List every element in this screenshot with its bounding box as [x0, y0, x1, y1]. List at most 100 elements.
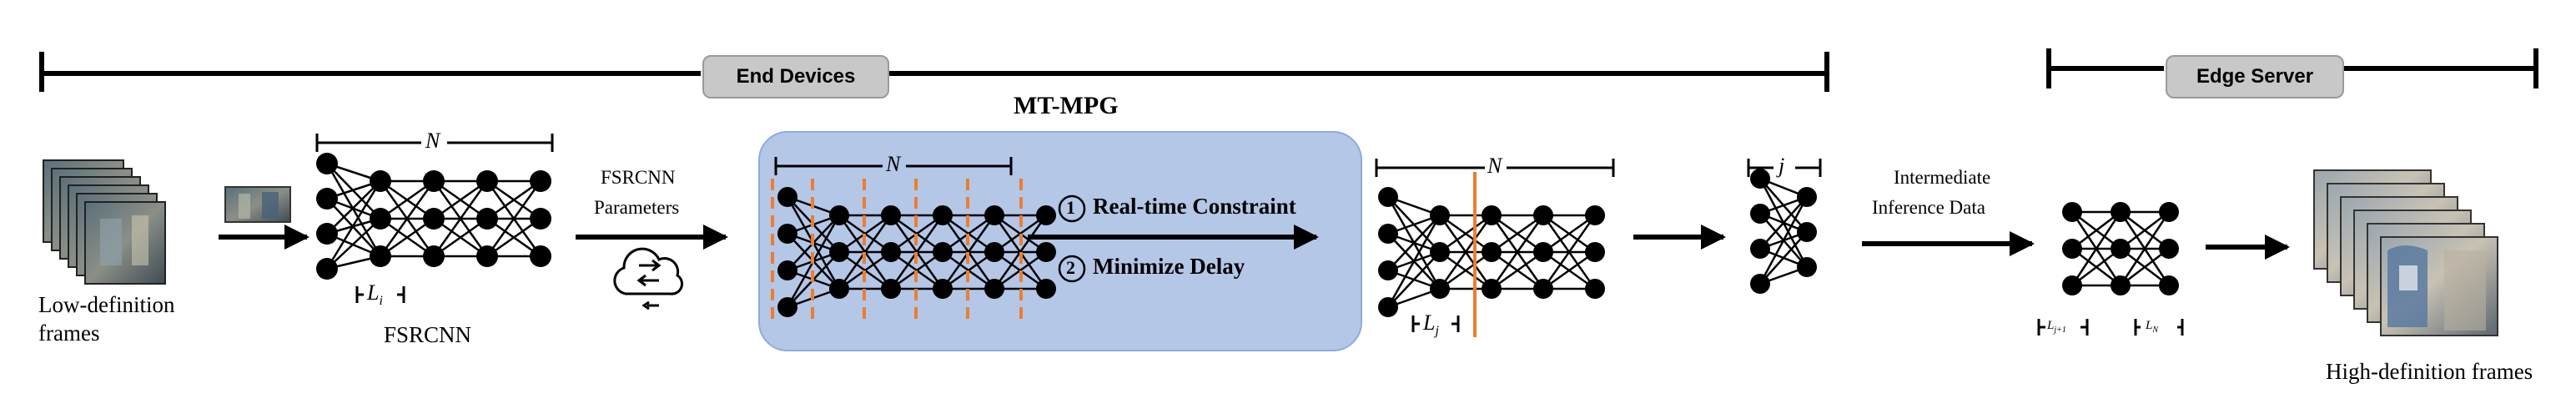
n-bracket-partitioned: [1375, 159, 1615, 177]
network-node: [777, 260, 797, 280]
fsrcnn-params-1: FSRCNN: [601, 167, 676, 188]
network-node: [1378, 260, 1398, 280]
network-node: [476, 245, 498, 267]
layer-partition-points: [771, 179, 1023, 324]
network-node: [423, 208, 445, 230]
network-node: [1036, 242, 1056, 262]
network-node: [1036, 279, 1056, 299]
hd-frame-stack-icon: [2313, 169, 2498, 336]
network-node: [2111, 202, 2131, 222]
circle-1: [1058, 194, 1086, 223]
network-node: [777, 224, 797, 244]
constraint-2-label: Minimize Delay: [1093, 254, 1245, 279]
network-node: [1378, 297, 1398, 317]
network-edge: [1490, 215, 1545, 290]
network-node: [2062, 275, 2082, 295]
lj-bracket: [1411, 316, 1460, 332]
network-node: [316, 258, 338, 280]
network-node: [530, 245, 551, 267]
network-node: [2159, 202, 2179, 222]
network-node: [1378, 187, 1398, 207]
ln-label: LN: [2146, 319, 2158, 335]
low-def-label-1: Low-definition: [38, 292, 175, 317]
network-node: [1750, 169, 1770, 189]
network-node: [777, 187, 797, 207]
network-node: [316, 188, 338, 210]
intermediate-label-2: Inference Data: [1872, 197, 1985, 218]
lj1-label: Lj+1: [2047, 319, 2066, 335]
network-edge: [486, 180, 542, 257]
fsrcnn-params-2: Parameters: [594, 197, 680, 218]
network-node: [1533, 242, 1553, 262]
j-label: j: [1779, 154, 1785, 178]
high-def-label: High-definition frames: [2326, 359, 2533, 384]
network-node: [423, 245, 445, 267]
j-bracket: [1747, 159, 1822, 177]
network-node: [370, 208, 391, 230]
network-edge: [2071, 248, 2121, 286]
network-node: [1750, 274, 1770, 294]
network-node: [933, 242, 953, 262]
network-node: [1750, 239, 1770, 259]
network-edge: [326, 163, 381, 220]
network-node: [984, 205, 1004, 225]
network-edge: [380, 179, 435, 220]
network-node: [2062, 239, 2082, 259]
network-node: [2062, 202, 2082, 222]
circle-1-num: 1: [1066, 197, 1075, 218]
network-edge: [325, 163, 382, 257]
network-edge: [1439, 250, 1492, 290]
network-edge: [326, 218, 381, 270]
li-label: Li: [367, 280, 383, 309]
network-edge: [326, 180, 381, 235]
network-edge: [1542, 215, 1597, 290]
network-edge: [1438, 215, 1493, 290]
low-def-label-2: frames: [38, 321, 100, 346]
network-node: [1585, 205, 1605, 225]
constraint-1-label: Real-time Constraint: [1093, 194, 1296, 219]
end-devices-bracket: [39, 52, 1829, 92]
lj-letter: L: [1423, 310, 1436, 335]
n-bracket-mtmpg: [774, 157, 1013, 175]
device-subnetwork: [1750, 169, 1817, 294]
network-edge: [2119, 211, 2171, 286]
network-node: [1533, 205, 1553, 225]
network-node: [1482, 205, 1502, 225]
network-edge: [379, 180, 435, 257]
network-node: [1585, 242, 1605, 262]
network-edge: [1387, 251, 1441, 308]
edge-server-bracket: [2046, 48, 2538, 88]
network-node: [476, 170, 498, 192]
network-edge: [2071, 211, 2121, 250]
network-node: [881, 205, 901, 225]
circle-2: [1058, 255, 1086, 283]
network-node: [881, 279, 901, 299]
mtmpg-box: [758, 131, 1362, 351]
network-node: [2159, 239, 2179, 259]
network-node: [984, 242, 1004, 262]
intermediate-label-1: Intermediate: [1894, 167, 1991, 188]
network-node: [1797, 222, 1817, 242]
network-node: [1797, 187, 1817, 207]
lj1-letter: L: [2047, 319, 2055, 332]
network-node: [829, 205, 849, 225]
network-node: [933, 205, 953, 225]
network-edge: [2070, 211, 2122, 286]
network-edge: [1386, 215, 1441, 308]
network-node: [370, 170, 391, 192]
edge-subnetwork: [2062, 202, 2179, 295]
li-bracket: [355, 286, 405, 303]
edge-server-tag: Edge Server: [2166, 55, 2344, 98]
network-node: [1430, 205, 1450, 225]
lj1-bracket: [2037, 319, 2089, 336]
network-node: [984, 279, 1004, 299]
network-edge: [325, 180, 382, 270]
network-node: [2159, 275, 2179, 295]
network-node: [1482, 242, 1502, 262]
lj-sub: j: [1435, 324, 1439, 339]
lj1-sub: j+1: [2054, 326, 2066, 335]
cloud-sync-icon: [613, 247, 683, 310]
frame-stack-icon: [43, 159, 166, 285]
